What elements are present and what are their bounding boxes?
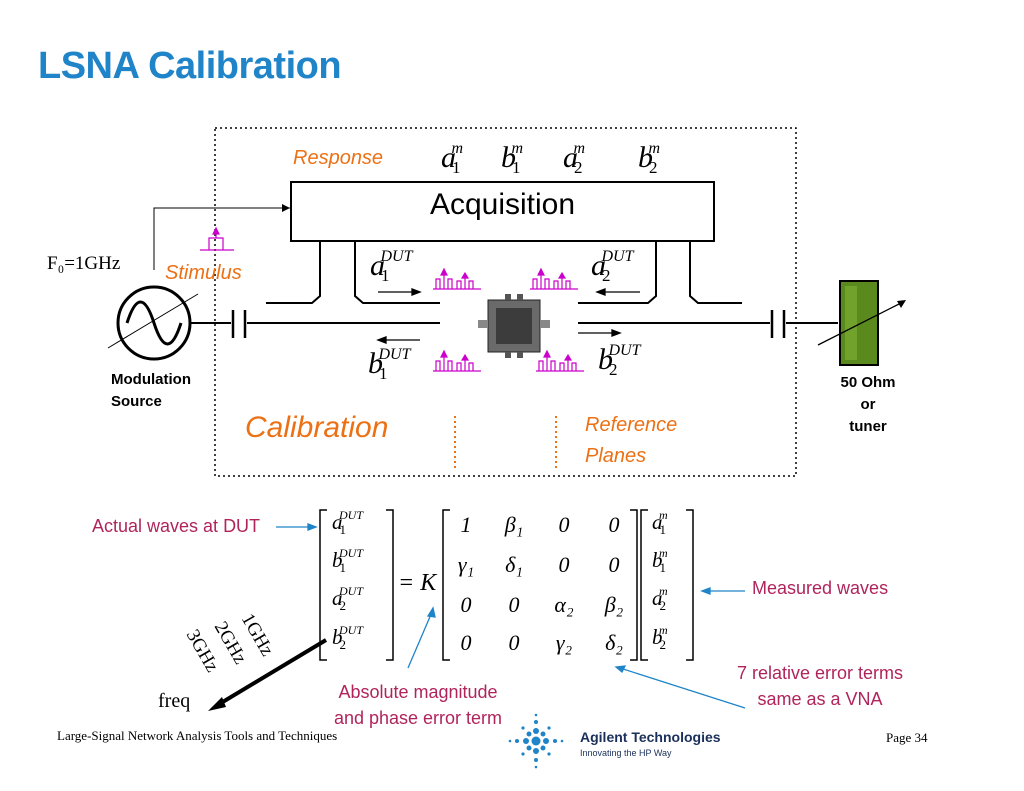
spectrum-b1-dut (432, 350, 482, 372)
callout-error-terms (619, 667, 746, 709)
coupler-left-inner (354, 242, 440, 304)
freq-axis-label: freq (158, 690, 191, 712)
lhs-bracket-right (386, 509, 394, 661)
rhs-b2-m: b2m (652, 623, 668, 652)
measured-waves-annotation: Measured waves (752, 578, 889, 598)
abs-error-annotation: Absolute magnitude and phase error term (318, 679, 518, 731)
measured-wave-a1: a1m (441, 140, 464, 177)
acquisition-box (290, 181, 715, 242)
reference-planes-line-1: Reference (585, 414, 678, 436)
error-terms-annotation: 7 relative error terms same as a VNA (720, 660, 920, 712)
footer-course-title: Large-Signal Network Analysis Tools and … (57, 728, 338, 743)
calibration-frame (214, 127, 797, 477)
matrix-cell: γ₁ (457, 552, 475, 577)
load-label-line-3: tuner (849, 418, 887, 435)
matrix-cell: δ₂ (605, 630, 623, 655)
freq-axis-line (214, 638, 328, 708)
matrix-cell: δ₁ (505, 552, 523, 577)
matrix-cell: β₁ (504, 512, 524, 537)
matrix-cell: 0 (558, 552, 570, 577)
equals-k: = K (398, 570, 437, 596)
source-label: Modulation Source (111, 369, 191, 413)
load-label: 50 Ohm or tuner (828, 372, 908, 438)
matrix-cell: 0 (558, 512, 570, 537)
matrix-cell: 0 (508, 592, 520, 617)
matrix-cell: 0 (460, 592, 472, 617)
matrix-cell: α₂ (554, 592, 574, 617)
stimulus-label: Stimulus (165, 262, 242, 284)
freq-axis-arrowhead (208, 697, 226, 711)
matrix-cell: 0 (608, 512, 620, 537)
measured-wave-b1: b1m (501, 140, 524, 177)
load-label-line-2: or (860, 396, 876, 413)
acquisition-label: Acquisition (429, 188, 576, 221)
wave-arrows (376, 288, 640, 344)
load-label-line-1: 50 Ohm (840, 374, 896, 391)
rhs-bracket-right (686, 509, 694, 661)
error-terms-line-2: same as a VNA (757, 689, 883, 709)
spectrum-a2-dut (529, 268, 579, 290)
lhs-b1-dut: b1DUT (332, 546, 364, 575)
response-label: Response (293, 147, 384, 169)
callout-abs-error (407, 611, 433, 669)
company-name: Agilent Technologies (580, 729, 721, 745)
spectrum-a1-dut (432, 268, 482, 290)
dut-package (478, 294, 550, 358)
coupler-right-outer (689, 242, 742, 304)
rhs-a2-m: a2m (652, 584, 668, 613)
error-terms-line-1: 7 relative error terms (736, 663, 904, 683)
matrix-cell: 0 (608, 552, 620, 577)
matrix-bracket-right (630, 509, 638, 661)
rhs-a1-m: a1m (652, 508, 668, 537)
matrix-bracket-left (442, 509, 450, 661)
lhs-bracket-left (319, 509, 327, 661)
source-label-line-2: Source (111, 393, 162, 410)
rhs-bracket-left (640, 509, 648, 661)
tuner-arrow (817, 301, 904, 346)
spectrum-b2-dut (535, 350, 585, 372)
matrix-cell: 0 (508, 630, 520, 655)
reference-planes-label: Reference Planes (585, 410, 677, 472)
page-title: LSNA Calibration (38, 45, 342, 87)
actual-waves-annotation: Actual waves at DUT (92, 516, 261, 536)
dut-wave-a1: a1DUT (370, 248, 413, 285)
matrix-cell: 0 (460, 630, 472, 655)
coupler-left-outer (266, 242, 321, 304)
source-label-line-1: Modulation (111, 371, 191, 388)
abs-error-line-2: and phase error term (333, 708, 503, 728)
dut-wave-b2: b2DUT (598, 342, 641, 379)
lhs-a1-dut: a1DUT (332, 508, 364, 537)
reference-planes-line-2: Planes (585, 445, 647, 467)
feed-line (153, 207, 290, 270)
error-matrix: 1 β₁ 0 0 γ₁ δ₁ 0 0 0 0 α₂ β₂ 0 0 γ₂ δ₂ (441, 508, 641, 668)
dut-wave-b1: b1DUT (368, 346, 411, 383)
stimulus-spectrum-icon (200, 226, 234, 251)
feed-arrowhead (282, 204, 290, 212)
frequency-label: F₀=1GHz (47, 253, 121, 274)
calibration-label: Calibration (245, 411, 389, 444)
matrix-cell: β₂ (604, 592, 624, 617)
page-number: Page 34 (886, 730, 928, 745)
dut-wave-a2: a2DUT (591, 248, 634, 285)
lhs-b2-dut: b2DUT (332, 623, 364, 652)
measured-wave-b2: b2m (638, 140, 661, 177)
source-modulation-arrow (107, 293, 199, 349)
measured-wave-a2: a2m (563, 140, 586, 177)
agilent-spark-logo (508, 713, 564, 769)
coupler-right-inner (578, 242, 657, 304)
lhs-a2-dut: a2DUT (332, 584, 364, 613)
company-tagline: Innovating the HP Way (580, 748, 672, 758)
source-sine (125, 300, 183, 346)
abs-error-line-1: Absolute magnitude (338, 682, 498, 702)
rhs-b1-m: b1m (652, 546, 668, 575)
matrix-cell: 1 (460, 512, 472, 537)
matrix-cell: γ₂ (555, 630, 573, 655)
